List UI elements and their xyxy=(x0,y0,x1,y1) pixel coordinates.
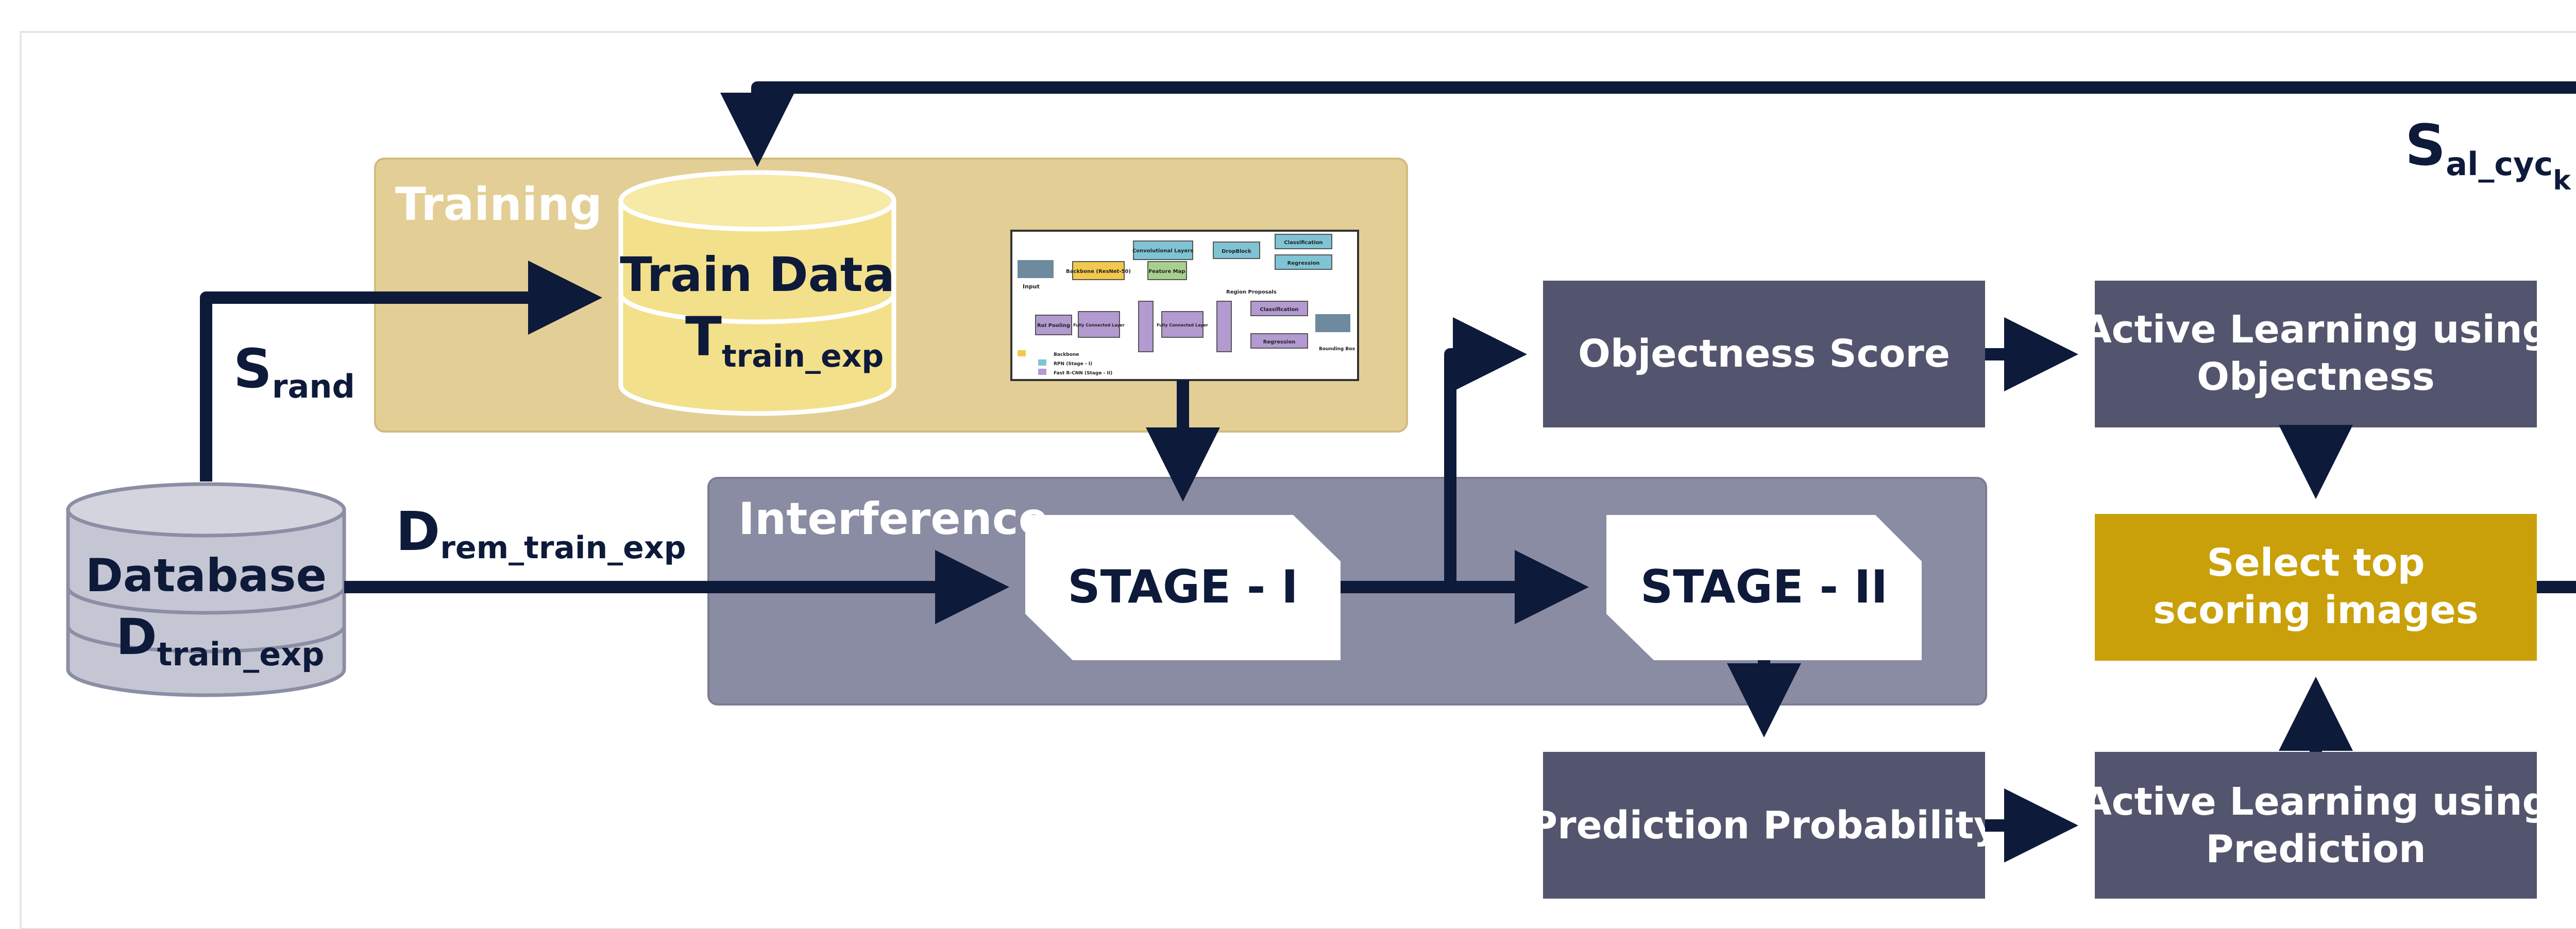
database-cylinder: Database Dtrain_exp xyxy=(66,482,346,697)
mini-fc-layer-2 xyxy=(1161,311,1204,338)
mini-roi-pooling-label: RoI Pooling xyxy=(1037,323,1070,329)
train-data-cylinder: Train Data Ttrain_exp xyxy=(618,170,896,416)
train-data-symbol: Ttrain_exp xyxy=(685,305,884,374)
mini-region-proposals-label: Region Proposals xyxy=(1226,289,1277,295)
mini-backbone-label: Backbone (ResNet-50) xyxy=(1066,269,1131,274)
mini-input-label: Input xyxy=(1023,283,1040,290)
mini-fc-layer-1 xyxy=(1078,311,1120,338)
train-data-title: Train Data xyxy=(620,247,895,302)
prediction-probability-label: Prediction Probability xyxy=(1530,803,1998,848)
select-top-box xyxy=(2095,514,2537,661)
s-al-cyc-label: Sal_cyck xyxy=(2405,112,2571,196)
stage-2-box xyxy=(1606,515,1922,660)
mini-legend-swatch-fastrcnn xyxy=(1038,369,1046,375)
mini-bounding-box-label: Bounding Box xyxy=(1319,347,1355,352)
mini-input-image xyxy=(1018,260,1054,278)
s-rand-label: Srand xyxy=(233,337,355,405)
mini-output-image xyxy=(1315,314,1350,332)
objectness-score-box xyxy=(1543,281,1985,427)
mini-roi-pooling xyxy=(1035,315,1072,335)
al-prediction-box xyxy=(2095,752,2537,899)
mini-regression-bottom xyxy=(1250,333,1308,349)
mini-backbone xyxy=(1072,261,1125,280)
mini-conv-label: Convolutional Layers xyxy=(1132,248,1193,254)
arrow-database-to-train xyxy=(200,261,602,481)
mini-regression-bottom-label: Regression xyxy=(1263,339,1296,345)
mini-feature-map-label: Feature Map xyxy=(1149,269,1185,274)
network-architecture-thumbnail: Input Backbone (ResNet-50) Convolutional… xyxy=(1010,230,1359,381)
training-panel-title: Training xyxy=(395,178,602,231)
al-objectness-box xyxy=(2095,281,2537,427)
objectness-score-label: Objectness Score xyxy=(1578,332,1950,376)
mini-dropblock-label: DropBlock xyxy=(1222,249,1251,254)
figure-border xyxy=(20,31,2576,929)
mini-fc-layer-2-label: Fully Connected Layer xyxy=(1157,323,1208,328)
mini-classification-bottom xyxy=(1250,301,1308,316)
mini-classification-top xyxy=(1275,234,1332,249)
mini-legend-swatch-backbone xyxy=(1018,350,1026,356)
prediction-probability-box xyxy=(1543,752,1985,899)
mini-legend-swatch-rpn xyxy=(1038,359,1046,366)
mini-regression-top xyxy=(1275,254,1332,270)
database-symbol: Dtrain_exp xyxy=(116,608,325,673)
mini-regression-top-label: Regression xyxy=(1287,261,1320,266)
stage-2-label: STAGE - II xyxy=(1640,560,1888,613)
mini-dropout-1 xyxy=(1138,301,1154,352)
stage-1-box xyxy=(1025,515,1341,660)
mini-legend-rpn: RPN (Stage - I) xyxy=(1054,362,1092,367)
arrow-select-to-train-feedback xyxy=(720,81,2576,593)
mini-dropblock xyxy=(1213,242,1260,259)
interference-panel-title: Interference xyxy=(738,493,1048,545)
d-rem-label: Drem_train_exp xyxy=(396,500,686,566)
mini-classification-bottom-label: Classification xyxy=(1260,307,1298,313)
mini-fc-layer-1-label: Fully Connected Layer xyxy=(1073,323,1125,328)
mini-dropout-2 xyxy=(1216,301,1232,352)
arrow-stage1-to-objectness xyxy=(1444,317,1527,587)
mini-legend-fastrcnn: Fast R-CNN (Stage - II) xyxy=(1054,371,1112,376)
mini-legend-backbone: Backbone xyxy=(1054,352,1079,357)
database-title: Database xyxy=(86,549,327,602)
mini-classification-top-label: Classification xyxy=(1284,240,1323,246)
mini-feature-map xyxy=(1147,261,1187,280)
mini-conv-layers xyxy=(1133,240,1193,260)
stage-1-label: STAGE - I xyxy=(1067,560,1298,613)
